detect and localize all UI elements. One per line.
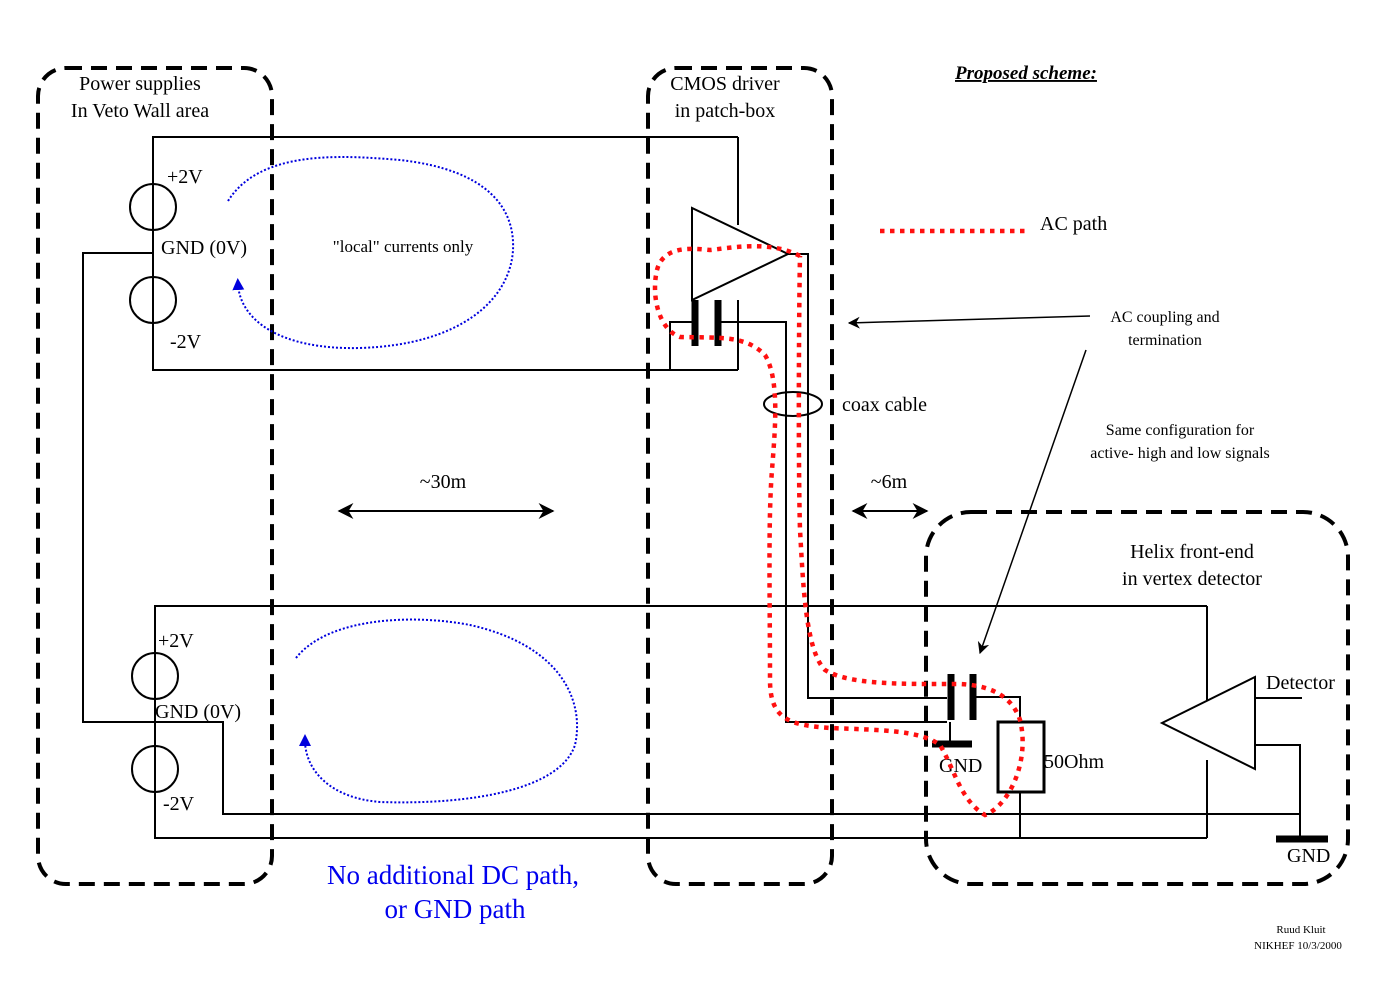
coax-marker	[763, 391, 823, 417]
resistor-label: 50Ohm	[1044, 751, 1104, 773]
top-supply-circuit: +2V GND (0V) -2V "local" currents only	[82, 136, 739, 488]
power-region-label-1: Power supplies	[79, 73, 201, 95]
cmos-driver: coax cable	[669, 206, 947, 723]
top-minus-label: -2V	[170, 331, 202, 353]
detector-amplifier-triangle	[1159, 675, 1256, 771]
voltage-source-minus	[129, 276, 177, 324]
cmos-region-label-2: in patch-box	[675, 100, 776, 122]
note-line-1: No additional DC path,	[327, 860, 579, 890]
helix-region-label-1: Helix front-end	[1130, 541, 1254, 563]
power-region-label-2: In Veto Wall area	[71, 100, 209, 122]
diagram-title: Proposed scheme:	[954, 63, 1097, 84]
driver-amplifier-triangle	[691, 206, 791, 302]
detector-label: Detector	[1266, 672, 1335, 694]
coax-label: coax cable	[842, 394, 927, 416]
ac-coupling-label-2: termination	[1128, 332, 1202, 349]
ac-coupling-label-1: AC coupling and	[1110, 309, 1219, 326]
power-supply-region	[36, 66, 274, 886]
bottom-gnd-label: GND (0V)	[155, 701, 241, 723]
ac-path-trace	[652, 244, 1025, 818]
distance-30m-label: ~30m	[420, 471, 467, 493]
legend-ac-path-label: AC path	[1040, 213, 1107, 235]
cmos-driver-region	[646, 66, 834, 886]
same-config-label-1: Same configuration for	[1106, 422, 1255, 439]
note-line-2: or GND path	[385, 894, 526, 924]
bottom-minus-label: -2V	[163, 793, 195, 815]
ac-coupling-pointer-arrow	[847, 315, 1091, 329]
helix-frontend-region	[924, 510, 1350, 886]
detector-gnd-label: GND	[1287, 845, 1330, 867]
affiliation-date-label: NIKHEF 10/3/2000	[1254, 940, 1342, 952]
voltage-source-minus-2	[131, 745, 179, 793]
cmos-region-label-1: CMOS driver	[670, 73, 780, 95]
helix-components: GND 50Ohm Detector GND	[932, 672, 1335, 867]
distance-6m-label: ~6m	[871, 471, 908, 493]
top-gnd-label: GND (0V)	[161, 237, 247, 259]
voltage-source-plus-2	[131, 652, 179, 700]
ac-coupling-pointer-arrow-2	[977, 349, 1087, 655]
top-current-loop	[227, 156, 515, 350]
bottom-plus-label: +2V	[158, 630, 194, 652]
helix-region-label-2: in vertex detector	[1122, 568, 1262, 590]
cap-gnd-label: GND	[939, 755, 982, 777]
local-currents-label: "local" currents only	[333, 237, 474, 256]
voltage-source-plus	[129, 183, 177, 231]
same-config-label-2: active- high and low signals	[1090, 445, 1270, 462]
author-label: Ruud Kluit	[1276, 924, 1325, 936]
bottom-current-loop	[295, 618, 579, 804]
bottom-supply-circuit: +2V GND (0V) -2V	[82, 488, 1300, 839]
top-plus-label: +2V	[167, 166, 203, 188]
